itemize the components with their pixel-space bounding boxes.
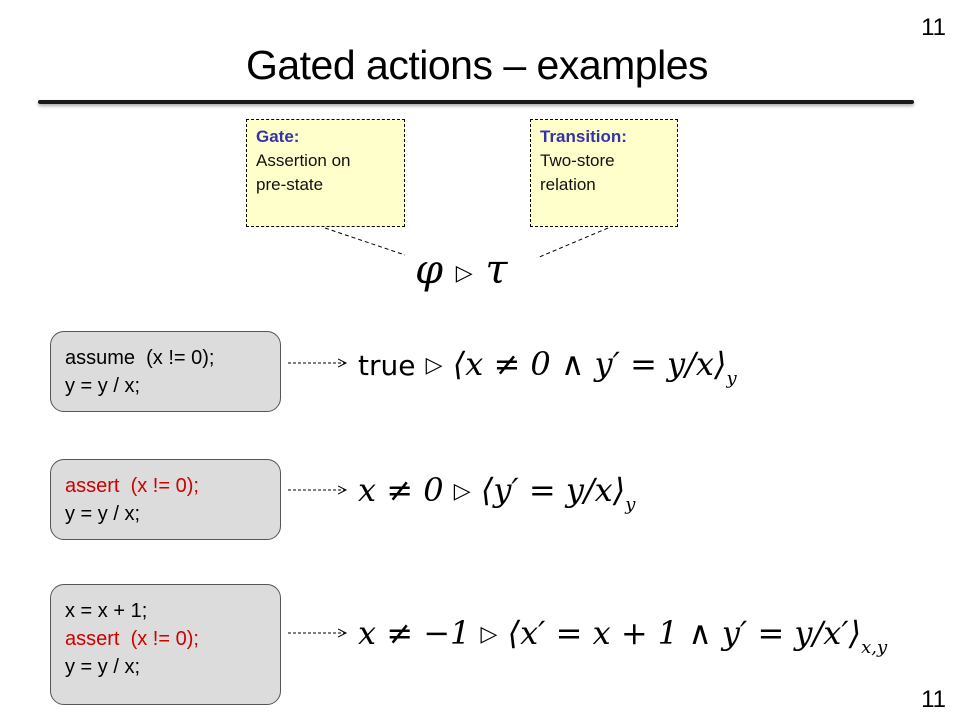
transition-note-heading: Transition: xyxy=(540,127,627,146)
formula-subscript: y xyxy=(625,494,636,515)
code-line: y = y / x; xyxy=(65,375,141,397)
page-number-top: 11 xyxy=(921,14,946,41)
code-line: assert (x != 0); xyxy=(65,628,199,650)
formula-subscript: x,y xyxy=(861,637,888,658)
formula-assume: true ▷ ⟨x ≠ 0 ∧ y′ = y/x⟩y xyxy=(358,344,737,399)
code-line: assume (x != 0); xyxy=(65,347,215,369)
formula-gate: x ≠ 0 xyxy=(358,471,444,509)
formula-subscript: y xyxy=(726,368,737,389)
transition-callout-line xyxy=(536,227,609,259)
transition-note-box: Transition: Two-store relation xyxy=(530,119,678,227)
tau-symbol: τ xyxy=(485,247,508,293)
gate-triangle-icon: ▷ xyxy=(425,353,443,378)
formula-gate: x ≠ −1 xyxy=(358,614,471,652)
gate-triangle-icon: ▷ xyxy=(455,261,473,286)
formula-relation: ⟨y′ = y/x⟩ xyxy=(480,471,626,509)
gate-callout-line xyxy=(324,227,406,256)
formula-gate: true xyxy=(358,349,416,382)
code-line: x = x + 1; xyxy=(65,600,148,622)
code-box-assume: assume (x != 0); y = y / x; xyxy=(50,331,281,412)
formula-increment-assert: x ≠ −1 ▷ ⟨x′ = x + 1 ∧ y′ = y/x′⟩x,y xyxy=(358,613,887,668)
formula-relation: ⟨x ≠ 0 ∧ y′ = y/x⟩ xyxy=(452,345,727,383)
code-line: y = y / x; xyxy=(65,656,141,678)
slide-title: Gated actions – examples xyxy=(245,42,709,88)
gate-note-heading: Gate: xyxy=(256,127,300,146)
page-number-bottom: 11 xyxy=(921,686,946,713)
gate-note-box: Gate: Assertion on pre-state xyxy=(246,119,405,227)
title-divider xyxy=(38,100,914,104)
transition-note-line: relation xyxy=(540,175,596,194)
gate-triangle-icon: ▷ xyxy=(453,479,471,504)
gate-formula: φ ▷ τ xyxy=(415,250,508,294)
phi-symbol: φ xyxy=(415,247,444,293)
code-line: y = y / x; xyxy=(65,503,141,525)
code-line: assert (x != 0); xyxy=(65,475,199,497)
gate-note-line: Assertion on xyxy=(256,151,351,170)
transition-note-line: Two-store xyxy=(540,151,615,170)
gate-triangle-icon: ▷ xyxy=(480,622,498,647)
code-box-assert: assert (x != 0); y = y / x; xyxy=(50,459,281,540)
formula-assert: x ≠ 0 ▷ ⟨y′ = y/x⟩y xyxy=(358,470,635,525)
gate-note-line: pre-state xyxy=(256,175,324,194)
formula-relation: ⟨x′ = x + 1 ∧ y′ = y/x′⟩ xyxy=(507,614,862,652)
code-box-increment-assert: x = x + 1; assert (x != 0); y = y / x; xyxy=(50,584,281,705)
